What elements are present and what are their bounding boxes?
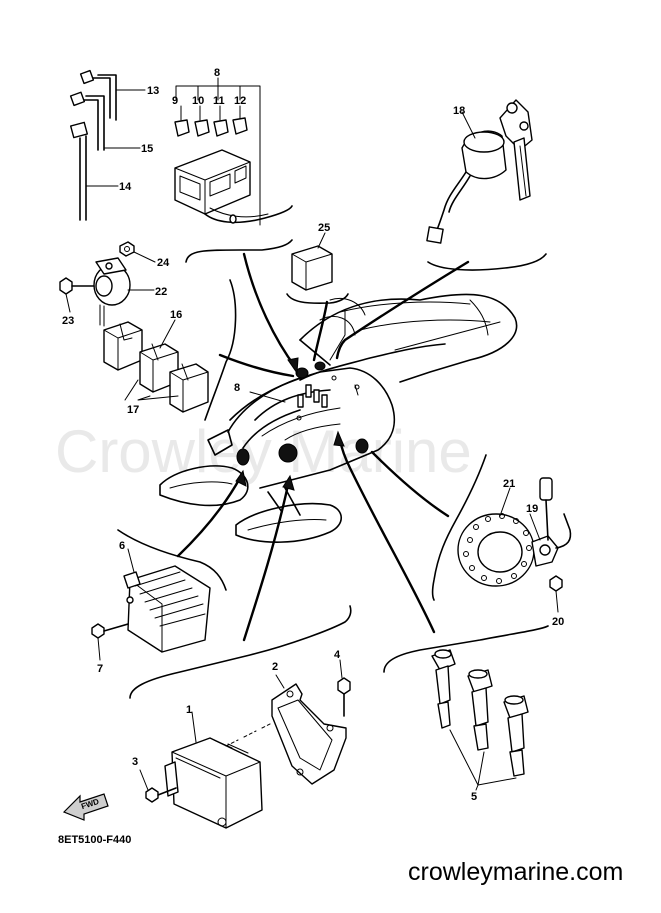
ignition-coil-group [383,625,549,791]
callout-25: 25 [318,222,330,234]
harness-assembly-group [69,69,293,263]
watermark: Crowley Marine [55,418,472,485]
callout-8-mid: 8 [234,382,240,394]
component-18-group [426,99,547,271]
drawing-code: 8ET5100-F440 [58,834,131,846]
callout-10: 10 [192,95,204,107]
callout-16: 16 [170,309,182,321]
watercraft-hull [159,293,518,543]
callout-19: 19 [526,503,538,515]
sensor-plate-group [431,454,572,613]
callout-12: 12 [234,95,246,107]
callout-24: 24 [157,257,170,269]
callout-6: 6 [119,540,125,552]
callout-11: 11 [213,95,225,107]
callout-1: 1 [186,704,192,716]
callout-2: 2 [272,661,278,673]
reference-lines [176,252,470,642]
callout-15: 15 [141,143,153,155]
ecu-group [129,605,352,829]
callout-9: 9 [172,95,178,107]
callout-13: 13 [147,85,159,97]
callout-numbers: 13 15 14 8 9 10 11 12 18 25 24 22 23 16 … [62,67,564,803]
callout-23: 23 [62,315,74,327]
callout-7: 7 [97,663,103,675]
rectifier-group [91,529,227,661]
callout-5: 5 [471,791,477,803]
callout-17: 17 [127,404,139,416]
callout-14: 14 [119,181,132,193]
callout-22: 22 [155,286,167,298]
callout-18: 18 [453,105,465,117]
sensor-group-left [59,241,237,421]
website-label: crowleymarine.com [408,858,623,886]
callout-21: 21 [503,478,515,490]
component-25-group [286,232,349,305]
callout-3: 3 [132,756,138,768]
callout-20: 20 [552,616,564,628]
fwd-arrow-icon: FWD [62,793,109,821]
callout-8-top: 8 [214,67,220,79]
callout-4: 4 [334,649,341,661]
